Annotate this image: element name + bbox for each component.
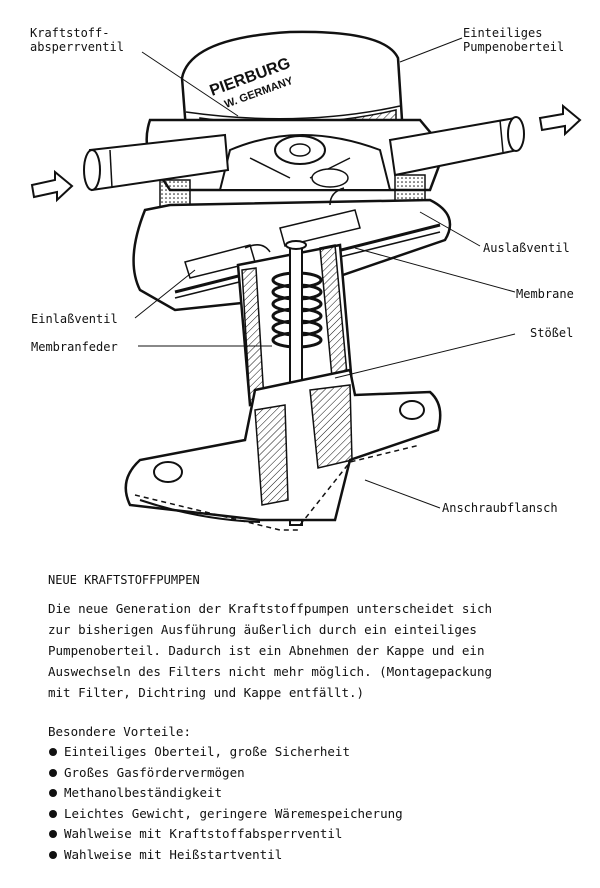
bullet-icon xyxy=(49,748,57,756)
fuel-pump-cutaway-figure: PIERBURG W. GERMANY xyxy=(30,26,582,531)
fuel-pump-illustration: PIERBURG W. GERMANY xyxy=(30,30,582,531)
label-anschraubflansch: Anschraubflansch xyxy=(442,501,558,515)
label-auslassventil: Auslaßventil xyxy=(483,241,570,255)
list-item: Methanolbeständigkeit xyxy=(48,783,578,804)
label-einteiliges-pumpenoberteil: Einteiliges Pumpenoberteil xyxy=(463,26,565,54)
description-text: NEUE KRAFTSTOFFPUMPEN Die neue Generatio… xyxy=(48,572,578,865)
bullet-icon xyxy=(49,789,57,797)
list-item: Einteiliges Oberteil, große Sicherheit xyxy=(48,742,578,763)
list-item: Wahlweise mit Heißstartventil xyxy=(48,845,578,866)
label-kraftstoff-absperrventil: Kraftstoff- absperrventil xyxy=(30,26,124,54)
list-item: Wahlweise mit Kraftstoffabsperrventil xyxy=(48,824,578,845)
bullet-icon xyxy=(49,768,57,777)
section-heading: NEUE KRAFTSTOFFPUMPEN xyxy=(48,573,200,587)
label-einlassventil: Einlaßventil xyxy=(31,312,118,326)
bullet-icon xyxy=(49,830,57,838)
bullet-icon xyxy=(49,850,57,859)
mounting-flange xyxy=(124,368,442,531)
list-item: Großes Gasfördervermögen xyxy=(48,763,578,784)
label-membranfeder: Membranfeder xyxy=(31,340,118,354)
leader-lines xyxy=(134,37,516,509)
label-membrane: Membrane xyxy=(516,287,574,301)
list-item: Leichtes Gewicht, geringere Wäremespeich… xyxy=(48,804,578,825)
inlet-pipe xyxy=(83,133,230,192)
advantages-list: Einteiliges Oberteil, große Sicherheit G… xyxy=(48,742,578,865)
intro-paragraph: Die neue Generation der Kraftstoffpumpen… xyxy=(48,601,493,700)
outlet-arrow-icon xyxy=(538,103,582,137)
inlet-arrow-icon xyxy=(30,169,74,203)
label-stoessel: Stößel xyxy=(530,326,574,340)
outlet-pipe xyxy=(388,116,525,177)
bullet-icon xyxy=(49,809,57,818)
advantages-heading: Besondere Vorteile: xyxy=(48,724,191,739)
